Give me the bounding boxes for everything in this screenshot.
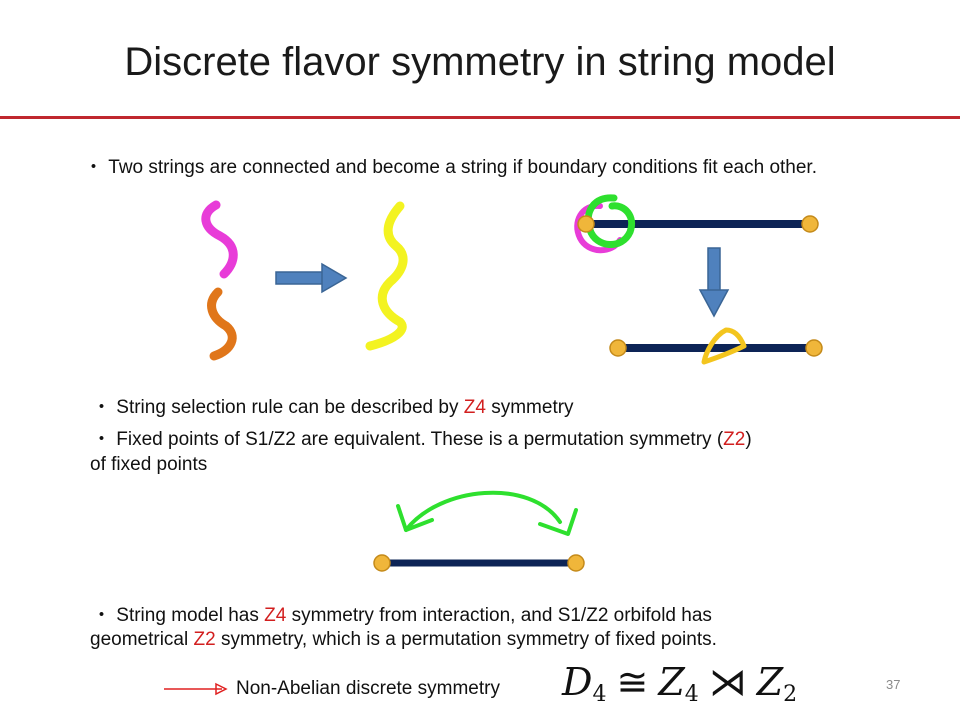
formula-z2-sub: 2 [783, 682, 798, 707]
bullet-selection-rule: ・ String selection rule can be described… [92, 392, 574, 419]
formula-z2: Z [756, 660, 784, 704]
lower-right-endpoint [805, 339, 823, 357]
string-model-text-tail: symmetry from interaction, and S1/Z2 orb… [286, 605, 712, 626]
green-arrowhead-right [538, 508, 578, 536]
fixed-points-text: ・ Fixed points of S1/Z2 are equivalent. … [92, 429, 724, 450]
right-arrow-icon [275, 262, 348, 294]
middle-right-endpoint [567, 554, 585, 572]
bullet-selection-rule-tail: symmetry [485, 397, 574, 418]
magenta-string [201, 200, 238, 279]
formula-d-sub: 4 [592, 682, 607, 707]
green-arc [404, 490, 562, 532]
title-rule [0, 116, 960, 119]
orange-string [207, 287, 237, 361]
bullet-strings-connected: ・ Two strings are connected and become a… [84, 157, 817, 178]
yellow-string [365, 201, 408, 351]
geometrical-text-tail: symmetry, which is a permutation symmetr… [215, 629, 717, 650]
conclusion-text: Non-Abelian discrete symmetry [236, 678, 500, 699]
page-number: 37 [886, 677, 901, 692]
fixed-points-close-paren: ) [745, 429, 752, 450]
green-loop [584, 194, 635, 248]
formula-z: Z [658, 660, 685, 704]
z2-highlight-2: Z2 [193, 629, 216, 650]
string-model-text: ・ String model has [92, 605, 265, 626]
bullet-fixed-points-line2: of fixed points [90, 454, 208, 475]
bullet-fixed-points-line1: ・ Fixed points of S1/Z2 are equivalent. … [92, 424, 752, 451]
thin-right-arrow-icon [164, 682, 228, 696]
green-arrowhead-left [396, 504, 434, 532]
z2-highlight: Z2 [723, 429, 746, 450]
formula-semidirect: ⋊ [708, 660, 747, 704]
middle-left-endpoint [373, 554, 391, 572]
z4-highlight: Z4 [463, 397, 486, 418]
bullet-string-model-line2: geometrical Z2 symmetry, which is a perm… [90, 629, 717, 651]
upper-right-endpoint [801, 215, 819, 233]
group-formula: D4≅Z4⋊Z2 [562, 660, 797, 707]
formula-isomorphic: ≅ [616, 660, 649, 704]
lower-left-endpoint [609, 339, 627, 357]
yellow-loop [701, 327, 747, 365]
down-arrow-icon [698, 247, 730, 318]
magenta-loop [574, 202, 623, 254]
z4-highlight-2: Z4 [264, 605, 287, 626]
bullet-selection-rule-text: ・ String selection rule can be described… [92, 397, 464, 418]
formula-d: D [562, 660, 593, 704]
page-title: Discrete flavor symmetry in string model [124, 40, 836, 84]
formula-z-sub: 4 [684, 682, 699, 707]
geometrical-text: geometrical [90, 629, 194, 650]
upper-left-endpoint [577, 215, 595, 233]
bullet-string-model-line1: ・ String model has Z4 symmetry from inte… [92, 600, 712, 627]
